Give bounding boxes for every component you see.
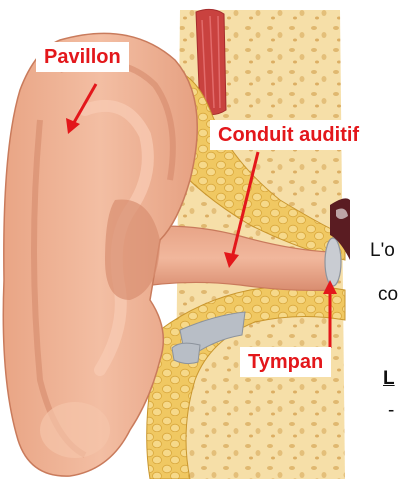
earlobe	[40, 402, 110, 458]
side-text-line-1: L'o	[370, 240, 395, 262]
cartilage-bottom	[172, 343, 200, 364]
side-text-line-3: L	[383, 368, 395, 390]
side-text-line-4: -	[388, 400, 394, 422]
label-conduit-auditif: Conduit auditif	[210, 120, 367, 150]
label-pavillon: Pavillon	[36, 42, 129, 72]
eardrum	[325, 238, 341, 286]
label-tympan: Tympan	[240, 347, 331, 377]
side-text-line-2: co	[378, 284, 398, 306]
